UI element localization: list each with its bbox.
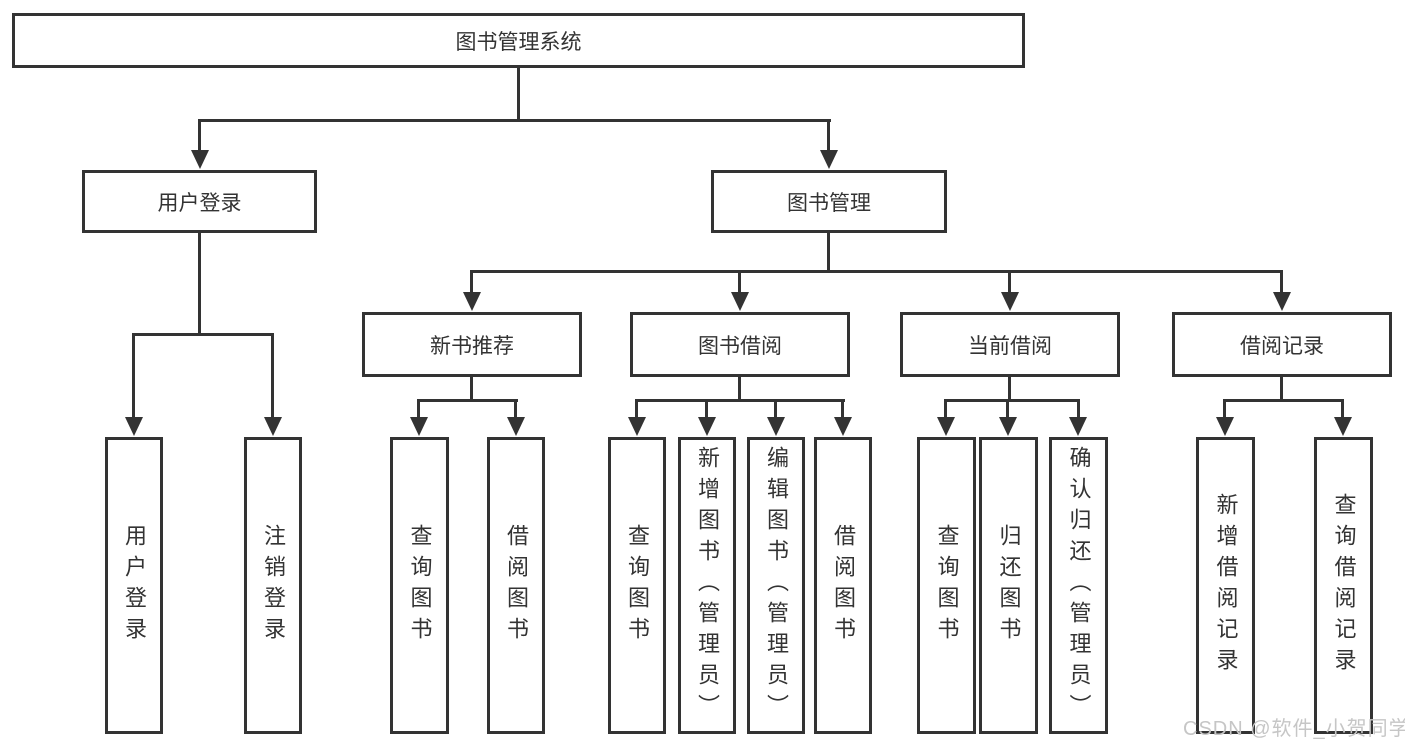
connector-vertical <box>517 68 520 121</box>
node-label: 图书借阅 <box>698 334 782 358</box>
connector-vertical <box>1077 399 1080 420</box>
node-label: 确认归还（管理员） <box>1066 446 1092 725</box>
connector-horizontal <box>198 119 831 122</box>
node-label: 用户登录 <box>157 191 242 215</box>
connector-vertical <box>198 233 201 336</box>
connector-vertical <box>132 333 135 420</box>
arrowhead-down-icon <box>628 417 646 436</box>
node-library-system: 图书管理系统 <box>12 13 1025 68</box>
arrowhead-down-icon <box>767 417 785 436</box>
node-current-borrow: 当前借阅 <box>900 312 1120 377</box>
connector-vertical <box>827 233 830 273</box>
connector-vertical <box>198 119 201 153</box>
connector-vertical <box>738 377 741 402</box>
watermark: CSDN @软件_小贺同学 <box>1183 718 1405 740</box>
node-borrow-records: 借阅记录 <box>1172 312 1392 377</box>
connector-horizontal <box>1223 399 1344 402</box>
leaf-return-book: 归还图书 <box>979 437 1038 734</box>
leaf-logout-login: 注销登录 <box>244 437 302 734</box>
connector-vertical <box>417 399 420 420</box>
arrowhead-down-icon <box>507 417 525 436</box>
arrowhead-down-icon <box>264 417 282 436</box>
arrowhead-down-icon <box>731 292 749 311</box>
arrowhead-down-icon <box>834 417 852 436</box>
leaf-add-borrow-record: 新增借阅记录 <box>1196 437 1255 734</box>
leaf-borrow-book-recommend: 借阅图书 <box>487 437 545 734</box>
node-label: 查询借阅记录 <box>1331 492 1357 679</box>
leaf-add-book-admin: 新增图书（管理员） <box>678 437 736 734</box>
arrowhead-down-icon <box>1216 417 1234 436</box>
node-label: 借阅记录 <box>1240 334 1324 358</box>
arrowhead-down-icon <box>1273 292 1291 311</box>
connector-vertical <box>1008 270 1011 296</box>
node-label: 借阅图书 <box>504 523 529 648</box>
connector-vertical <box>1280 377 1283 402</box>
node-label: 新增图书（管理员） <box>695 446 720 725</box>
leaf-query-book-borrow: 查询图书 <box>608 437 666 734</box>
leaf-user-login: 用户登录 <box>105 437 163 734</box>
node-user-login: 用户登录 <box>82 170 317 233</box>
node-label: 编辑图书（管理员） <box>764 446 789 725</box>
node-label: 图书管理系统 <box>455 30 582 54</box>
arrowhead-down-icon <box>191 150 209 169</box>
node-label: 查询图书 <box>934 523 960 648</box>
connector-vertical <box>1223 399 1226 420</box>
connector-vertical <box>774 399 777 420</box>
node-label: 新增借阅记录 <box>1213 492 1239 679</box>
arrowhead-down-icon <box>698 417 716 436</box>
node-label: 注销登录 <box>261 523 286 648</box>
leaf-query-book-current: 查询图书 <box>917 437 976 734</box>
arrowhead-down-icon <box>1001 292 1019 311</box>
arrowhead-down-icon <box>937 417 955 436</box>
arrowhead-down-icon <box>125 417 143 436</box>
node-book-management: 图书管理 <box>711 170 947 233</box>
connector-vertical <box>1008 377 1011 402</box>
node-label: 借阅图书 <box>831 523 856 648</box>
arrowhead-down-icon <box>999 417 1017 436</box>
connector-vertical <box>514 399 517 420</box>
connector-horizontal <box>417 399 518 402</box>
node-label: 查询图书 <box>625 523 650 648</box>
node-label: 用户登录 <box>122 523 147 648</box>
connector-vertical <box>1006 399 1009 420</box>
arrowhead-down-icon <box>1069 417 1087 436</box>
connector-vertical <box>635 399 638 420</box>
leaf-borrow-book-borrow: 借阅图书 <box>814 437 872 734</box>
leaf-edit-book-admin: 编辑图书（管理员） <box>747 437 805 734</box>
node-new-book-recommend: 新书推荐 <box>362 312 582 377</box>
connector-vertical <box>1341 399 1344 420</box>
connector-horizontal <box>635 399 845 402</box>
arrowhead-down-icon <box>410 417 428 436</box>
leaf-query-book-recommend: 查询图书 <box>390 437 449 734</box>
connector-vertical <box>271 333 274 420</box>
node-book-borrow: 图书借阅 <box>630 312 850 377</box>
arrowhead-down-icon <box>820 150 838 169</box>
node-label: 查询图书 <box>407 523 433 648</box>
connector-horizontal <box>132 333 273 336</box>
connector-vertical <box>827 119 830 153</box>
connector-vertical <box>944 399 947 420</box>
node-label: 图书管理 <box>787 191 871 215</box>
connector-vertical <box>705 399 708 420</box>
connector-vertical <box>841 399 844 420</box>
arrowhead-down-icon <box>463 292 481 311</box>
connector-vertical <box>1280 270 1283 296</box>
connector-vertical <box>470 270 473 296</box>
connector-vertical <box>470 377 473 402</box>
connector-horizontal <box>944 399 1080 402</box>
connector-horizontal <box>470 270 1283 273</box>
node-label: 归还图书 <box>996 523 1022 648</box>
arrowhead-down-icon <box>1334 417 1352 436</box>
node-label: 当前借阅 <box>968 334 1052 358</box>
leaf-confirm-return-admin: 确认归还（管理员） <box>1049 437 1108 734</box>
connector-vertical <box>738 270 741 296</box>
leaf-query-borrow-record: 查询借阅记录 <box>1314 437 1373 734</box>
node-label: 新书推荐 <box>430 334 514 358</box>
